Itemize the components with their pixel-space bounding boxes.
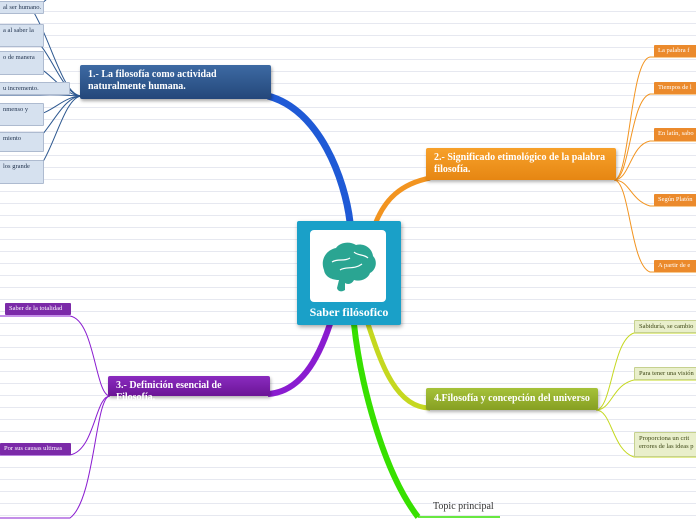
connector-central-b1 xyxy=(266,92,354,223)
b3-subtopic-1[interactable]: Saber de la totalidad xyxy=(5,303,71,315)
b4-subtopic-1[interactable]: Sabiduría, se cambio xyxy=(634,320,696,333)
connector-central-topic xyxy=(351,323,421,519)
b1-subtopic-4[interactable]: u incremento. xyxy=(0,82,70,95)
branch-3-definicion-esencial[interactable]: 3.- Definición esencial de Filosofía. xyxy=(108,376,270,403)
b2-subtopic-4[interactable]: Según Platón xyxy=(654,194,696,206)
b4-subtopic-2[interactable]: Para tener una visión xyxy=(634,367,696,380)
b2-subtopic-2[interactable]: Tiempos de l xyxy=(654,82,696,94)
b1-subtopic-1[interactable]: al ser humano. xyxy=(0,1,44,14)
b1-subtopic-7[interactable]: los grande xyxy=(0,160,44,184)
b2-subtopic-5[interactable]: A partir de e xyxy=(654,260,696,272)
b1-subtopic-2[interactable]: a al saber la xyxy=(0,24,44,47)
b1-subtopic-5[interactable]: nmenso y xyxy=(0,103,44,126)
b2-subtopic-1[interactable]: La palabra f xyxy=(654,45,696,57)
topic-principal[interactable]: Topic principal xyxy=(433,501,494,512)
central-node[interactable]: Saber filósofico xyxy=(297,221,401,325)
b4-subtopic-3-line-1: Proporciona un crit xyxy=(639,435,690,442)
connectors-b3 xyxy=(0,315,111,519)
branch-1-filosofia-actividad-humana[interactable]: 1.- La filosofía como actividad naturalm… xyxy=(80,65,271,99)
b4-subtopic-3[interactable]: Proporciona un crit errores de las ideas… xyxy=(634,432,696,457)
connector-central-b2 xyxy=(373,175,431,223)
b1-subtopic-3[interactable]: o de manera xyxy=(0,51,44,75)
connector-central-b3 xyxy=(267,323,333,397)
connectors-b4 xyxy=(595,332,696,458)
b2-subtopic-3[interactable]: En latín, sabo xyxy=(654,128,696,141)
brain-icon xyxy=(322,242,376,292)
central-title: Saber filósofico xyxy=(309,305,389,319)
b4-subtopic-3-line-2: errores de las ideas p xyxy=(639,443,694,450)
connectors-b2 xyxy=(613,56,696,273)
connector-central-b4 xyxy=(365,323,431,411)
b3-subtopic-2[interactable]: Por sus causas ultimas xyxy=(0,443,71,455)
branch-4-filosofia-universo[interactable]: 4.Filosofía y concepción del universo xyxy=(426,388,598,410)
branch-2-significado-etimologico[interactable]: 2.- Significado etimológico de la palabr… xyxy=(426,148,616,180)
brain-image xyxy=(310,230,386,302)
b1-subtopic-6[interactable]: miento xyxy=(0,132,44,152)
